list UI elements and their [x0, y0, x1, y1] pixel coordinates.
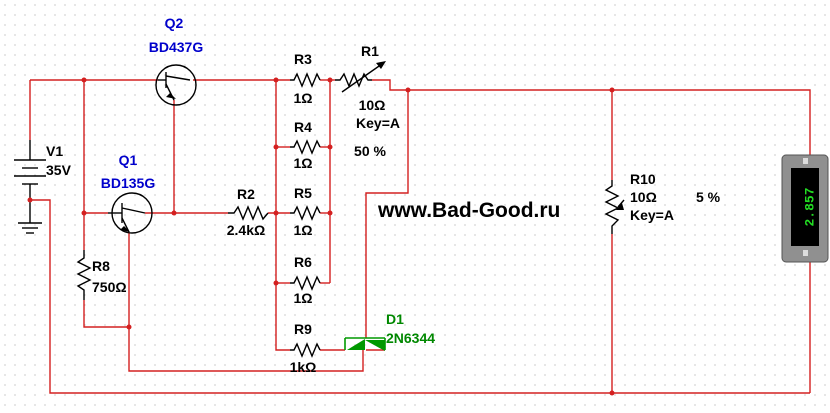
r10-potentiometer-symbol	[604, 180, 625, 234]
wires	[29, 79, 811, 394]
r5-ref-label: R5	[294, 185, 312, 201]
r2-ref-label: R2	[237, 186, 255, 202]
junction-dot	[171, 210, 177, 216]
r3-ref-label: R3	[294, 51, 312, 67]
meter-reading: 2.857	[802, 187, 817, 226]
wire-q1-emitter-gate	[128, 232, 364, 372]
r6-resistor-symbol	[290, 275, 321, 291]
junction-dot	[27, 197, 33, 203]
wire-r8-bottom	[83, 300, 129, 328]
q1-model-label: BD135G	[101, 175, 156, 191]
q1-transistor-symbol	[108, 192, 153, 234]
ground-symbol	[18, 200, 42, 234]
r1-value-label: 10Ω	[359, 97, 386, 113]
r4-resistor-symbol	[290, 139, 321, 155]
r1-ref-label: R1	[361, 43, 379, 59]
voltmeter-probe[interactable]	[781, 154, 829, 263]
r5-resistor-symbol	[290, 205, 321, 221]
r2-resistor-symbol	[228, 205, 269, 221]
r1-key-label: Key=A	[356, 115, 400, 131]
r1-potentiometer-symbol	[335, 61, 386, 93]
r8-resistor-symbol	[76, 250, 92, 300]
v1-battery-symbol	[14, 140, 46, 200]
r10-setting-label: 5 %	[696, 189, 721, 205]
r8-value-label: 750Ω	[92, 279, 127, 295]
r9-value-label: 1kΩ	[290, 359, 317, 375]
wire-bottom-return	[30, 199, 810, 394]
r8-ref-label: R8	[92, 258, 110, 274]
d1-model-label: 2N6344	[386, 330, 435, 346]
wire-resistor-bus-left	[275, 80, 290, 351]
junction-dots	[81, 77, 615, 396]
r10-key-label: Key=A	[630, 207, 674, 223]
r9-resistor-symbol	[290, 342, 321, 358]
r10-ref-label: R10	[630, 171, 656, 187]
r2-value-label: 2.4kΩ	[227, 222, 265, 238]
watermark-text: www.Bad-Good.ru	[377, 199, 560, 222]
r10-value-label: 10Ω	[630, 189, 657, 205]
wire-top-rail	[372, 79, 811, 155]
r6-value-label: 1Ω	[293, 290, 312, 306]
v1-value-label: 35V	[46, 162, 72, 178]
d1-ref-label: D1	[386, 311, 404, 327]
q2-model-label: BD437G	[149, 39, 204, 55]
r1-setting-label: 50 %	[354, 143, 386, 159]
q2-ref-label: Q2	[165, 15, 184, 31]
r4-value-label: 1Ω	[293, 155, 312, 171]
wire-r1-to-diode	[365, 90, 409, 338]
r3-value-label: 1Ω	[293, 90, 312, 106]
q1-ref-label: Q1	[119, 152, 138, 168]
r5-value-label: 1Ω	[293, 222, 312, 238]
d1-thyristor-symbol	[344, 337, 386, 351]
q2-transistor-symbol	[155, 64, 197, 106]
r4-ref-label: R4	[294, 119, 312, 135]
r3-resistor-symbol	[290, 72, 321, 88]
r6-ref-label: R6	[294, 254, 312, 270]
v1-ref-label: V1	[46, 143, 63, 159]
r9-ref-label: R9	[294, 321, 312, 337]
